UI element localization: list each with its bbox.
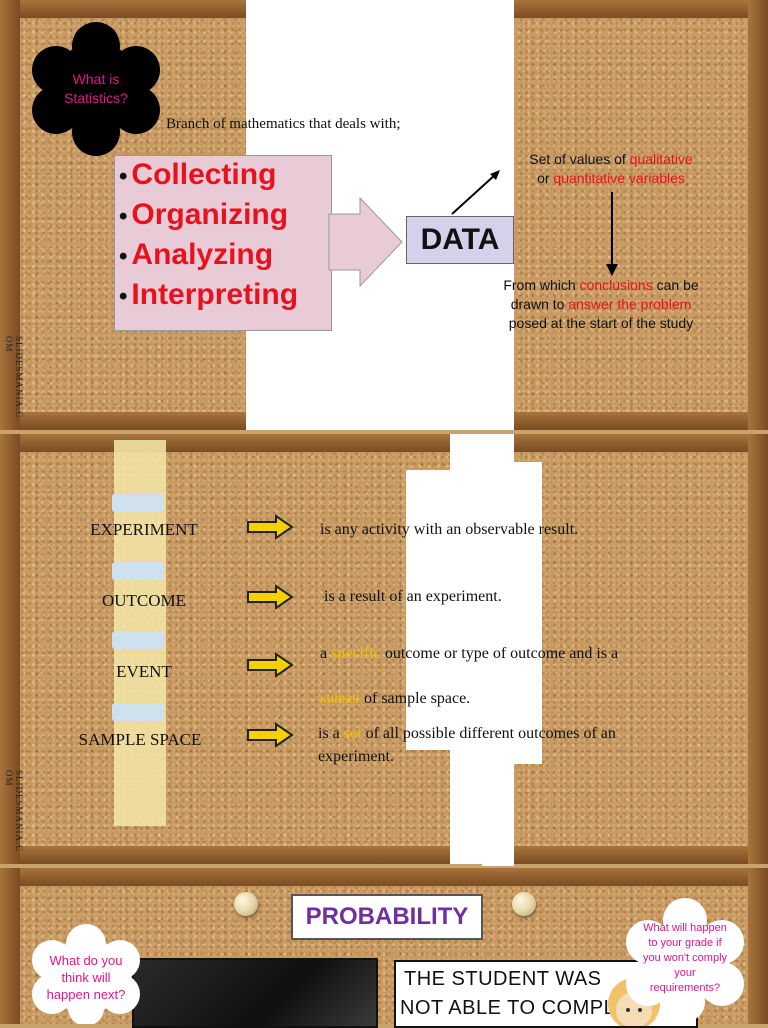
bullet-collecting: •Collecting bbox=[119, 158, 277, 191]
comic-text-line2: NOT ABLE TO COMPLY bbox=[400, 997, 628, 1019]
down-arrow-icon bbox=[606, 192, 618, 276]
tag-label bbox=[112, 494, 164, 512]
right-question-text: What will happen to your grade if you wo… bbox=[642, 921, 728, 994]
definition-sample-space: is a set of all possible different outco… bbox=[318, 725, 616, 765]
frame-left bbox=[0, 434, 20, 864]
pushpin-icon bbox=[512, 892, 536, 916]
frame-left bbox=[0, 868, 20, 1024]
pushpin-icon bbox=[234, 892, 258, 916]
frame-right bbox=[748, 0, 768, 430]
comic-text-line1: THE STUDENT WAS bbox=[404, 968, 602, 990]
right-question-bubble: What will happen to your grade if you wo… bbox=[626, 892, 744, 1024]
slide-statistics: What is Statistics? Branch of mathematic… bbox=[0, 0, 768, 430]
data-definition-note: Set of values of qualitative or quantita… bbox=[529, 151, 693, 186]
bullet-analyzing: •Analyzing bbox=[119, 238, 274, 271]
term-event: EVENT bbox=[116, 662, 172, 681]
frame-top bbox=[0, 868, 768, 886]
conclusion-note: From which conclusions can be drawn to a… bbox=[503, 277, 699, 331]
definition-event: a specific outcome or type of outcome an… bbox=[320, 645, 619, 662]
white-overlay-strip bbox=[482, 864, 514, 866]
white-overlay-strip bbox=[482, 434, 514, 864]
definition-outcome: is a result of an experiment. bbox=[324, 588, 502, 605]
term-outcome: OUTCOME bbox=[101, 591, 187, 610]
definition-event-cont: subset of sample space. bbox=[320, 690, 471, 707]
slide-definitions: EXPERIMENT is any activity with an obser… bbox=[0, 434, 768, 864]
watermark: SLIDESMANIA.C OM bbox=[4, 336, 24, 419]
frame-top bbox=[0, 434, 768, 452]
arrow-right-icon bbox=[247, 514, 294, 540]
term-sample-space: SAMPLE SPACE bbox=[78, 730, 202, 749]
frame-bottom bbox=[0, 846, 768, 864]
tag-label bbox=[112, 631, 164, 649]
arrow-right-icon bbox=[247, 584, 294, 610]
left-question-bubble: What do you think will happen next? bbox=[26, 922, 146, 1024]
probability-title: PROBABILITY bbox=[291, 894, 483, 940]
flower-shape-icon bbox=[32, 924, 140, 1024]
diagonal-arrow-icon bbox=[451, 170, 500, 215]
comic-panel-left bbox=[132, 958, 378, 1028]
left-question-text: What do you think will happen next? bbox=[46, 952, 126, 1002]
activities-box: •Collecting •Organizing •Analyzing •Inte… bbox=[114, 155, 332, 331]
data-box: DATA bbox=[406, 216, 514, 264]
arrow-right-icon bbox=[247, 722, 294, 748]
intro-text: Branch of mathematics that deals with; bbox=[166, 116, 401, 132]
frame-right bbox=[748, 434, 768, 864]
tag-label bbox=[112, 703, 164, 721]
white-overlay-strip bbox=[406, 470, 462, 750]
term-experiment: EXPERIMENT bbox=[90, 520, 198, 539]
flower-shape-icon bbox=[32, 22, 160, 156]
watermark: SLIDESMANIA.C OM bbox=[4, 770, 24, 853]
flower-shape-icon bbox=[626, 898, 744, 1022]
frame-right bbox=[748, 868, 768, 1024]
block-arrow-right-icon bbox=[328, 196, 403, 288]
frame-left bbox=[0, 0, 20, 430]
bullet-interpreting: •Interpreting bbox=[119, 278, 299, 311]
bullet-organizing: •Organizing bbox=[119, 198, 289, 231]
question-bubble-text: What is Statistics? bbox=[64, 71, 128, 106]
question-bubble: What is Statistics? bbox=[30, 20, 162, 158]
arrow-right-icon bbox=[247, 652, 294, 678]
definition-experiment: is any activity with an observable resul… bbox=[320, 521, 579, 538]
tag-label bbox=[112, 562, 164, 580]
